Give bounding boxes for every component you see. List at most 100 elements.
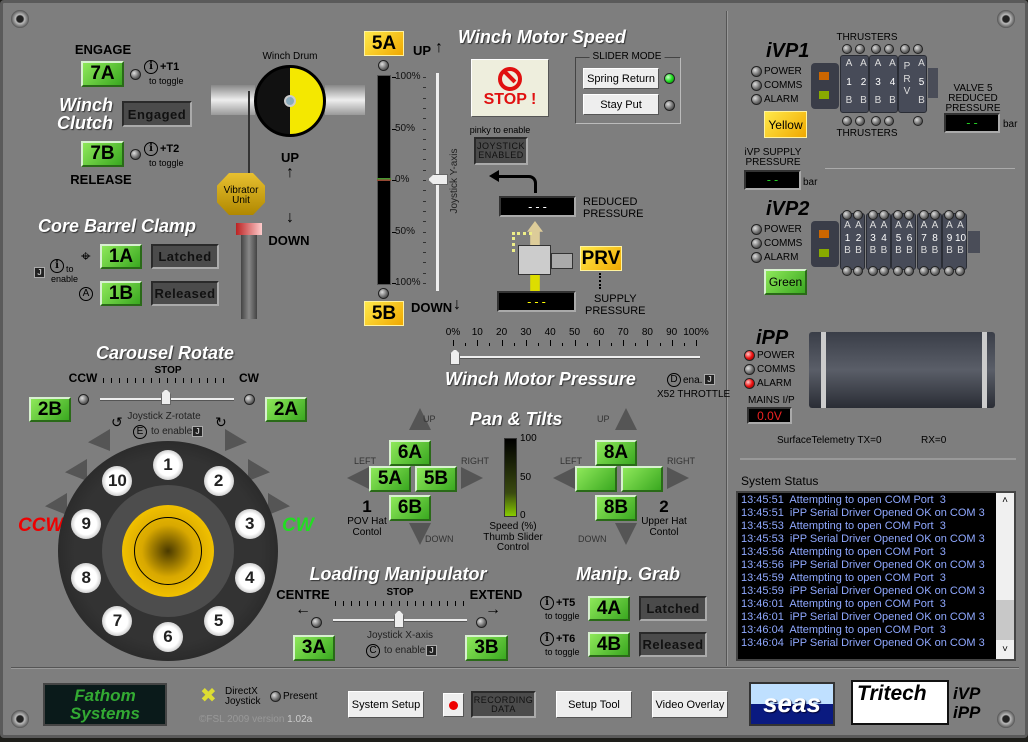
hat1-right-button[interactable]: 5B [415, 466, 457, 492]
scale-tick [623, 340, 625, 346]
arrow-right-icon[interactable] [461, 467, 483, 489]
scrollbar[interactable]: ˄ ˅ [996, 493, 1014, 659]
record-button[interactable] [443, 693, 464, 717]
hat1-left-button[interactable]: 5A [369, 466, 411, 492]
crosshair-icon: ⌖ [81, 247, 91, 266]
supply-pressure-display: --- [497, 291, 576, 312]
rotate-ccw-arrow-icon[interactable] [65, 459, 87, 481]
rotate-cw-arrow-icon[interactable] [225, 429, 247, 451]
manipulator-slider-thumb[interactable] [394, 610, 404, 628]
enable-label: ena. [683, 375, 703, 386]
valve-number: 9 [946, 232, 953, 244]
extend-3b-button[interactable]: 3B [465, 635, 508, 661]
carousel-position-2[interactable]: 2 [203, 466, 234, 497]
pressure-scale-label: 40 [544, 327, 556, 338]
scale-tick [392, 180, 396, 181]
rotate-ccw-arrow-icon[interactable] [88, 429, 110, 451]
carousel-position-5[interactable]: 5 [203, 605, 234, 636]
label-line: REDUCED [583, 196, 638, 208]
latch-4a-button[interactable]: 4A [588, 596, 630, 621]
stop-button[interactable]: STOP ! [471, 59, 549, 117]
status-line: 13:46:01 Attempting to open COM Port 3 [741, 598, 946, 610]
rotate-cw-arrow-icon[interactable] [248, 459, 270, 481]
arrow-left-icon[interactable] [553, 467, 575, 489]
latch-1a-button[interactable]: 1A [100, 244, 142, 269]
hat1-up-button[interactable]: 6A [389, 440, 431, 466]
carousel-position-1[interactable]: 1 [153, 450, 183, 480]
pan-tilts-title: Pan & Tilts [469, 409, 563, 429]
stay-put-button[interactable]: Stay Put [583, 94, 659, 115]
ivp2-connector-module [811, 221, 839, 267]
centre-3a-button[interactable]: 3A [293, 635, 335, 661]
up-5a-button[interactable]: 5A [364, 31, 404, 56]
carousel-slider-thumb[interactable] [161, 389, 171, 405]
thruster-led [871, 116, 881, 126]
arrow-down-icon[interactable] [615, 523, 637, 545]
valve-module-block [898, 55, 927, 113]
valve-label: 2 [860, 76, 867, 88]
toggle-key: +T6 [556, 633, 576, 645]
system-setup-button[interactable]: System Setup [348, 691, 424, 718]
scale-tick [423, 97, 426, 99]
valve-b-label: B [880, 245, 888, 256]
arrow-left-icon[interactable] [347, 467, 369, 489]
carousel-position-3[interactable]: 3 [234, 509, 265, 540]
hat2-left-button[interactable] [575, 466, 617, 492]
hat2-up-button[interactable]: 8A [595, 440, 637, 466]
video-overlay-button[interactable]: Video Overlay [652, 691, 728, 718]
scale-tick [550, 340, 552, 346]
scale-tick [538, 343, 540, 346]
scale-tick [562, 343, 564, 346]
system-status-label: System Status [741, 474, 819, 488]
carousel-position-7[interactable]: 7 [102, 605, 133, 636]
scroll-up-icon[interactable]: ˄ [1002, 495, 1008, 506]
status-line: 13:45:51 iPP Serial Driver Opened OK on … [741, 507, 985, 519]
rotate-ccw-arrow-icon[interactable] [45, 493, 67, 515]
valve-label: A [874, 58, 882, 69]
speed-slider-thumb[interactable] [428, 174, 448, 185]
hat1-down-button[interactable]: 6B [389, 495, 431, 521]
pressure-slider-thumb[interactable] [450, 349, 460, 365]
thruster-led [893, 210, 903, 220]
rotate-cw-arrow-icon[interactable] [268, 493, 290, 515]
speed-bar-zero [377, 178, 391, 181]
hat2-right-button[interactable] [621, 466, 663, 492]
ivp1-colour-button[interactable]: Yellow [764, 111, 807, 138]
arrow-right-icon[interactable] [667, 467, 689, 489]
carousel-position-6[interactable]: 6 [153, 622, 183, 652]
spring-return-button[interactable]: Spring Return [583, 68, 659, 89]
down-label: DOWN [268, 233, 310, 248]
release-7b-button[interactable]: 7B [81, 141, 124, 167]
thruster-led [944, 266, 954, 276]
setup-tool-button[interactable]: Setup Tool [556, 691, 632, 718]
pressure-slider-track[interactable] [455, 356, 700, 359]
cw-2a-button[interactable]: 2A [265, 397, 307, 422]
ipp-power-led [744, 350, 755, 361]
hat-label: Contol [649, 527, 679, 538]
scale-tick [696, 340, 697, 346]
valve-label: B [918, 95, 925, 106]
ivp2-colour-button[interactable]: Green [764, 269, 807, 295]
speed-scale-label: 50% [395, 225, 416, 237]
release-1b-button[interactable]: 1B [100, 281, 142, 306]
carousel-position-4[interactable]: 4 [234, 562, 265, 593]
down-5b-button[interactable]: 5B [364, 301, 404, 326]
carousel-position-8[interactable]: 8 [71, 562, 102, 593]
label-line: SUPPLY [593, 293, 637, 305]
scale-tick [465, 343, 467, 346]
carousel-position-9[interactable]: 9 [71, 509, 102, 540]
arrow-up-icon[interactable] [615, 408, 637, 430]
engage-7a-button[interactable]: 7A [81, 61, 124, 87]
scroll-down-icon[interactable]: ˅ [1002, 644, 1008, 655]
ccw-2b-button[interactable]: 2B [29, 397, 71, 422]
carousel-position-10[interactable]: 10 [102, 466, 133, 497]
scrollbar-thumb[interactable] [996, 600, 1014, 640]
ipp-cylinder [809, 332, 995, 408]
release-4b-button[interactable]: 4B [588, 632, 630, 657]
hat2-down-button[interactable]: 8B [595, 495, 637, 521]
seas-logo: seas [749, 682, 835, 726]
pressure-scale-label: 100% [683, 327, 709, 338]
